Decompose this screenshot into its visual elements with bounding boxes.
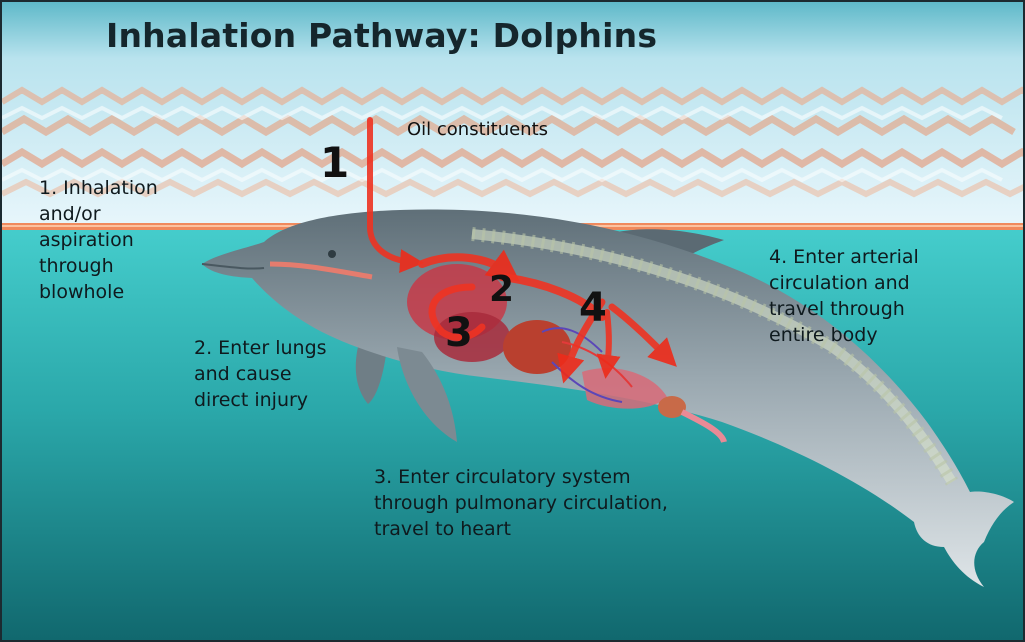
step-2-caption: 2. Enter lungs and cause direct injury — [194, 335, 327, 413]
arrow-body-2 — [607, 312, 609, 367]
caption-line: aspiration — [39, 227, 158, 253]
oil-constituents-label: Oil constituents — [407, 119, 548, 140]
step-marker-2: 2 — [489, 269, 514, 310]
caption-line: and cause — [194, 361, 327, 387]
step-marker-3: 3 — [445, 310, 473, 356]
caption-line: travel to heart — [374, 516, 668, 542]
caption-line: and/or — [39, 201, 158, 227]
caption-line: through — [39, 253, 158, 279]
caption-line: blowhole — [39, 279, 158, 305]
caption-line: circulation and — [769, 270, 919, 296]
caption-line: through pulmonary circulation, — [374, 490, 668, 516]
eye — [328, 250, 336, 258]
step-3-caption: 3. Enter circulatory system through pulm… — [374, 464, 668, 542]
caption-line: entire body — [769, 322, 919, 348]
caption-line: 3. Enter circulatory system — [374, 464, 668, 490]
step-marker-1: 1 — [320, 138, 349, 187]
caption-line: direct injury — [194, 387, 327, 413]
caption-line: 1. Inhalation — [39, 175, 158, 201]
step-1-caption: 1. Inhalation and/or aspiration through … — [39, 175, 158, 305]
caption-line: 2. Enter lungs — [194, 335, 327, 361]
diagram-title: Inhalation Pathway: Dolphins — [106, 16, 657, 55]
caption-line: 4. Enter arterial — [769, 244, 919, 270]
step-4-caption: 4. Enter arterial circulation and travel… — [769, 244, 919, 348]
step-marker-4: 4 — [579, 285, 607, 331]
caption-line: travel through — [769, 296, 919, 322]
